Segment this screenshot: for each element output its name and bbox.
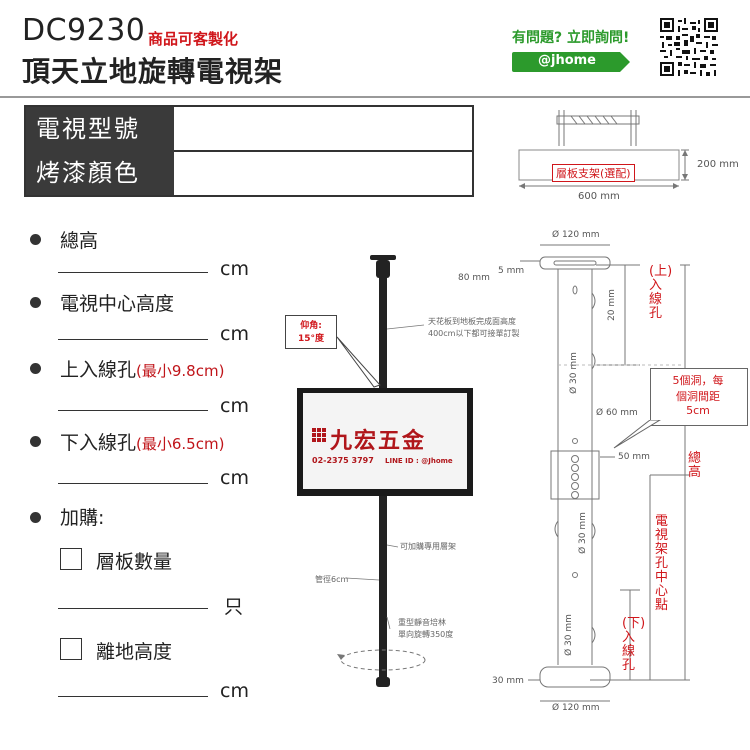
tv-model-label: 電視型號 [26,107,174,151]
tilt-label: 仰角: [300,321,322,331]
ground-height-field[interactable] [58,696,208,697]
total-height-label: 總高 [60,230,99,252]
tv-brand: 九宏五金 [330,429,427,454]
callout-line-2: 個洞間距 [676,390,720,403]
header-divider [0,96,750,98]
shelf-width: 600 mm [578,191,620,202]
hole-spacing-callout [650,368,748,426]
base-note-2: 單向旋轉350度 [398,630,454,639]
tv-line-id: LINE ID : @Jhome [385,457,453,465]
line-id-badge[interactable] [512,52,630,72]
ceiling-note-2: 400cm以下都可接單訂製 [428,329,520,338]
total-height-unit: cm [220,258,249,280]
pipe-diameter: Ø 60 mm [596,408,638,418]
total-height-vertical: 總高 [688,451,702,480]
offset-5: 5 mm [498,266,525,276]
tv-center-height-unit: cm [220,323,249,345]
lower-hole-label: 下入線孔(最小6.5cm) [60,428,224,455]
ground-height-checkbox[interactable] [60,638,82,660]
ceiling-note-1: 天花板到地板完成面高度 [428,317,516,326]
pole-illustration [297,255,473,687]
dim-30-b: Ø 30 mm [577,512,588,554]
shelf-qty-field[interactable] [58,608,208,609]
shelf-label: 層板支架(選配) [552,164,635,182]
customizable-tag: 商品可客製化 [148,30,239,48]
dim-20: 20 mm [606,289,617,321]
addon-shelf-note: 可加購專用層架 [400,542,456,551]
bullet-icon [30,297,41,308]
add-on-label: 加購: [60,507,105,529]
tv-center-height-label: 電視中心高度 [60,293,175,315]
pipe-note: 管徑6cm [315,575,349,584]
ask-prompt: 有問題? 立即詢問! [512,30,630,46]
table-row-divider [174,150,474,152]
upper-hole-text: 上入線孔 [60,359,137,381]
upper-hole-label: 上入線孔(最小9.8cm) [60,355,224,382]
upper-hole-unit: cm [220,395,249,417]
bullet-icon [30,436,41,447]
bullet-icon [30,512,41,523]
top-diameter: Ø 120 mm [552,230,600,240]
offset-80: 80 mm [458,273,490,283]
model-code: DC9230 [22,13,146,48]
tv-center-height-field[interactable] [58,339,208,340]
line-id-text[interactable]: @jhome [537,53,596,68]
total-height-field[interactable] [58,272,208,273]
bullet-icon [30,363,41,374]
qr-code-icon[interactable] [660,18,718,76]
base-note-1: 重型靜音培林 [398,618,446,627]
shelf-height: 200 mm [697,159,739,170]
bullet-icon [30,234,41,245]
center-point-vertical: 電視架孔中心點 [655,514,669,613]
ground-height-label: 離地高度 [96,641,173,663]
tv-phone: 02-2375 3797 [312,456,374,465]
tilt-callout-box [285,315,337,349]
upper-hole-note: (最小9.8cm) [136,362,225,380]
lower-hole-field[interactable] [58,483,208,484]
dim-30-a: Ø 30 mm [568,352,579,394]
shelf-bracket-diagram [518,110,689,189]
ground-height-unit: cm [220,680,249,702]
paint-color-label: 烤漆顏色 [26,151,174,195]
lower-hole-text: 下入線孔 [60,432,137,454]
upper-hole-vertical: (上)入線孔 [649,264,673,321]
spec-table: 電視型號 烤漆顏色 [24,105,474,197]
dimension-diagram [520,244,690,702]
shelf-qty-label: 層板數量 [96,551,173,573]
callout-pointer [613,420,661,449]
shelf-qty-unit: 只 [224,596,244,618]
dim-30-c: Ø 30 mm [563,614,574,656]
callout-line-3: 5cm [686,404,710,417]
lower-hole-note: (最小6.5cm) [136,435,225,453]
hole-gap: 50 mm [618,452,650,462]
callout-line-1: 5個洞，每 [672,374,724,387]
shelf-checkbox[interactable] [60,548,82,570]
tilt-value: 15°度 [297,334,325,344]
page-title: 頂天立地旋轉電視架 [22,55,284,88]
base-30: 30 mm [492,676,524,686]
bottom-diameter: Ø 120 mm [552,703,600,713]
upper-hole-field[interactable] [58,410,208,411]
lower-hole-vertical: (下)入線孔 [622,616,646,673]
lower-hole-unit: cm [220,467,249,489]
